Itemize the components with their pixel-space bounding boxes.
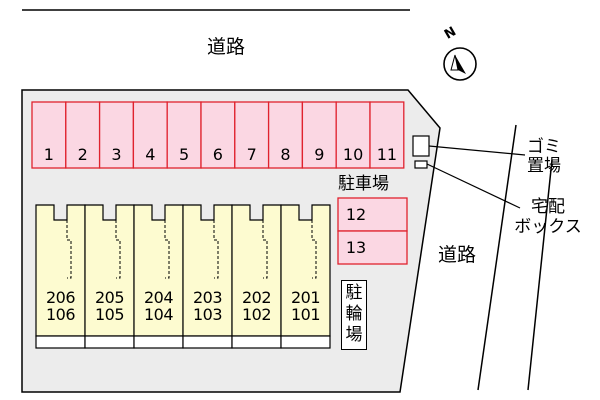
unit-number-lower: 102: [241, 305, 272, 324]
unit-number-upper: 206: [45, 288, 76, 307]
parking-space-13: [337, 230, 408, 265]
unit-104: [133, 204, 184, 349]
parking-space-9: [301, 101, 337, 169]
unit-number-upper: 205: [94, 288, 125, 307]
parking-space-8: [267, 101, 304, 169]
unit-number-lower: 106: [45, 305, 76, 324]
trash-area-box: [412, 135, 430, 157]
parking-space-number: 11: [376, 145, 398, 164]
unit-106: [35, 204, 86, 349]
parking-space-number: 4: [145, 145, 156, 164]
parking-space-number: 3: [111, 145, 122, 164]
road-edge-line-right-1: [477, 124, 517, 391]
unit-number-upper: 202: [241, 288, 272, 307]
apartment-building: [35, 204, 331, 349]
parking-space-5: [166, 101, 202, 169]
parking-space-10: [335, 101, 371, 169]
unit-number-lower: 105: [94, 305, 125, 324]
road-label-top: 道路: [207, 36, 246, 58]
delivery-box: [414, 160, 428, 169]
parking-space-3: [98, 101, 135, 169]
parking-space-number: 2: [77, 145, 88, 164]
parking-row: [31, 101, 405, 169]
unit-101: [280, 204, 331, 349]
parking-space-1: [31, 101, 67, 169]
road-edge-line-right-2: [527, 159, 553, 391]
unit-number-lower: 101: [290, 305, 321, 324]
unit-102: [231, 204, 282, 349]
parking-label: 駐車場: [338, 174, 389, 194]
road-label-right: 道路: [438, 244, 477, 266]
parking-space-6: [200, 101, 236, 169]
trash-area-label: ゴミ 置場: [527, 137, 561, 176]
parking-space-number: 13: [345, 238, 367, 257]
parking-space-number: 7: [246, 145, 257, 164]
unit-number-upper: 203: [192, 288, 223, 307]
parking-space-number: 12: [345, 205, 367, 224]
parking-space-11: [369, 101, 405, 169]
unit-number-lower: 104: [143, 305, 174, 324]
unit-103: [182, 204, 233, 349]
parking-space-number: 5: [178, 145, 190, 164]
parking-space-number: 10: [342, 145, 364, 164]
bicycle-parking-label: 駐 輪 場: [341, 280, 367, 350]
unit-105: [84, 204, 135, 349]
unit-number-lower: 103: [192, 305, 223, 324]
delivery-leader-line: [426, 163, 521, 209]
parking-space-number: 8: [280, 145, 291, 164]
parking-space-number: 6: [212, 145, 223, 164]
trash-leader-line: [428, 145, 526, 156]
delivery-box-label: 宅配 ボックス: [514, 197, 582, 237]
unit-number-upper: 204: [143, 288, 174, 307]
unit-number-upper: 201: [290, 288, 321, 307]
parking-space-number: 1: [43, 145, 54, 164]
parking-side: [337, 197, 408, 265]
parking-space-4: [132, 101, 168, 169]
parking-space-number: 9: [314, 145, 325, 164]
parking-space-7: [234, 101, 270, 169]
compass-icon: [443, 47, 477, 81]
